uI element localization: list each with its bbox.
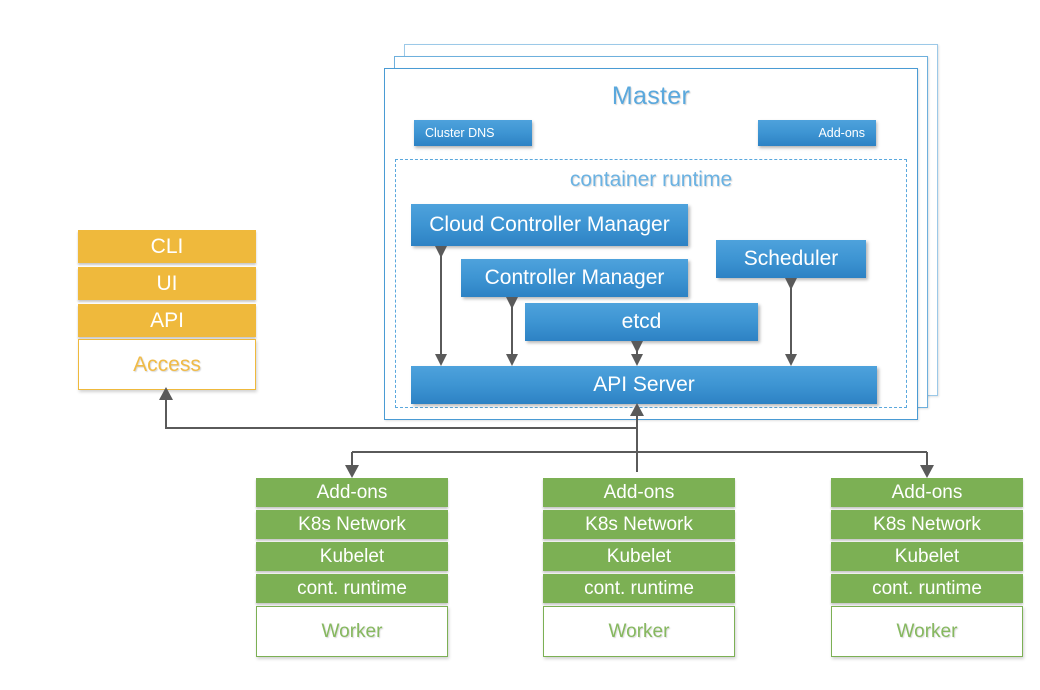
worker-3-row-addons[interactable]: Add-ons: [831, 478, 1023, 507]
worker-2-row-network[interactable]: K8s Network: [543, 510, 735, 539]
worker-1-row-network-label: K8s Network: [298, 513, 406, 535]
access-footer-label: Access: [133, 352, 201, 376]
worker-3-row-network[interactable]: K8s Network: [831, 510, 1023, 539]
worker-2-row-kubelet-label: Kubelet: [606, 545, 672, 567]
worker-2-row-network-label: K8s Network: [585, 513, 693, 535]
container-runtime-region: [395, 159, 907, 408]
worker-1-row-kubelet[interactable]: Kubelet: [256, 542, 448, 571]
worker-3-row-kubelet[interactable]: Kubelet: [831, 542, 1023, 571]
master-addons-box[interactable]: Add-ons: [758, 120, 876, 146]
worker-1-footer-label: Worker: [321, 620, 383, 642]
access-row-api-label: API: [150, 308, 184, 332]
worker-3-row-addons-label: Add-ons: [891, 481, 963, 503]
worker-1-row-runtime[interactable]: cont. runtime: [256, 574, 448, 603]
worker-1-row-runtime-label: cont. runtime: [297, 577, 407, 599]
api-server-label: API Server: [593, 373, 695, 396]
worker-3-row-network-label: K8s Network: [873, 513, 981, 535]
access-row-cli-label: CLI: [150, 234, 184, 258]
worker-3-row-runtime-label: cont. runtime: [872, 577, 982, 599]
scheduler-label: Scheduler: [743, 247, 839, 270]
worker-3-footer-label: Worker: [896, 620, 958, 642]
cluster-dns-box[interactable]: Cluster DNS: [414, 120, 532, 146]
cloud-controller-manager-label: Cloud Controller Manager: [429, 213, 670, 236]
access-footer: Access: [78, 339, 256, 390]
worker-1-footer: Worker: [256, 606, 448, 657]
worker-3-row-runtime[interactable]: cont. runtime: [831, 574, 1023, 603]
master-addons-label: Add-ons: [818, 126, 865, 140]
access-panel: CLI UI API Access: [78, 230, 256, 390]
worker-1-row-addons[interactable]: Add-ons: [256, 478, 448, 507]
worker-3-row-kubelet-label: Kubelet: [894, 545, 960, 567]
etcd-box[interactable]: etcd: [525, 303, 758, 341]
scheduler-box[interactable]: Scheduler: [716, 240, 866, 278]
access-row-ui-label: UI: [156, 271, 178, 295]
etcd-label: etcd: [621, 310, 662, 333]
container-runtime-title: container runtime: [569, 168, 733, 191]
worker-1-row-addons-label: Add-ons: [316, 481, 388, 503]
worker-node-3: Add-ons K8s Network Kubelet cont. runtim…: [831, 478, 1023, 657]
worker-2-footer-label: Worker: [608, 620, 670, 642]
worker-2-footer: Worker: [543, 606, 735, 657]
worker-1-row-network[interactable]: K8s Network: [256, 510, 448, 539]
controller-manager-label: Controller Manager: [484, 266, 665, 289]
controller-manager-box[interactable]: Controller Manager: [461, 259, 688, 297]
cluster-dns-label: Cluster DNS: [425, 126, 495, 140]
worker-2-row-addons-label: Add-ons: [603, 481, 675, 503]
master-panel-title: Master: [611, 82, 691, 110]
worker-node-2: Add-ons K8s Network Kubelet cont. runtim…: [543, 478, 735, 657]
worker-3-footer: Worker: [831, 606, 1023, 657]
cloud-controller-manager-box[interactable]: Cloud Controller Manager: [411, 204, 688, 246]
access-row-api[interactable]: API: [78, 304, 256, 337]
access-row-cli[interactable]: CLI: [78, 230, 256, 263]
access-row-ui[interactable]: UI: [78, 267, 256, 300]
worker-2-row-addons[interactable]: Add-ons: [543, 478, 735, 507]
worker-node-1: Add-ons K8s Network Kubelet cont. runtim…: [256, 478, 448, 657]
worker-1-row-kubelet-label: Kubelet: [319, 545, 385, 567]
worker-2-row-runtime[interactable]: cont. runtime: [543, 574, 735, 603]
worker-2-row-runtime-label: cont. runtime: [584, 577, 694, 599]
api-server-box[interactable]: API Server: [411, 366, 877, 404]
worker-2-row-kubelet[interactable]: Kubelet: [543, 542, 735, 571]
